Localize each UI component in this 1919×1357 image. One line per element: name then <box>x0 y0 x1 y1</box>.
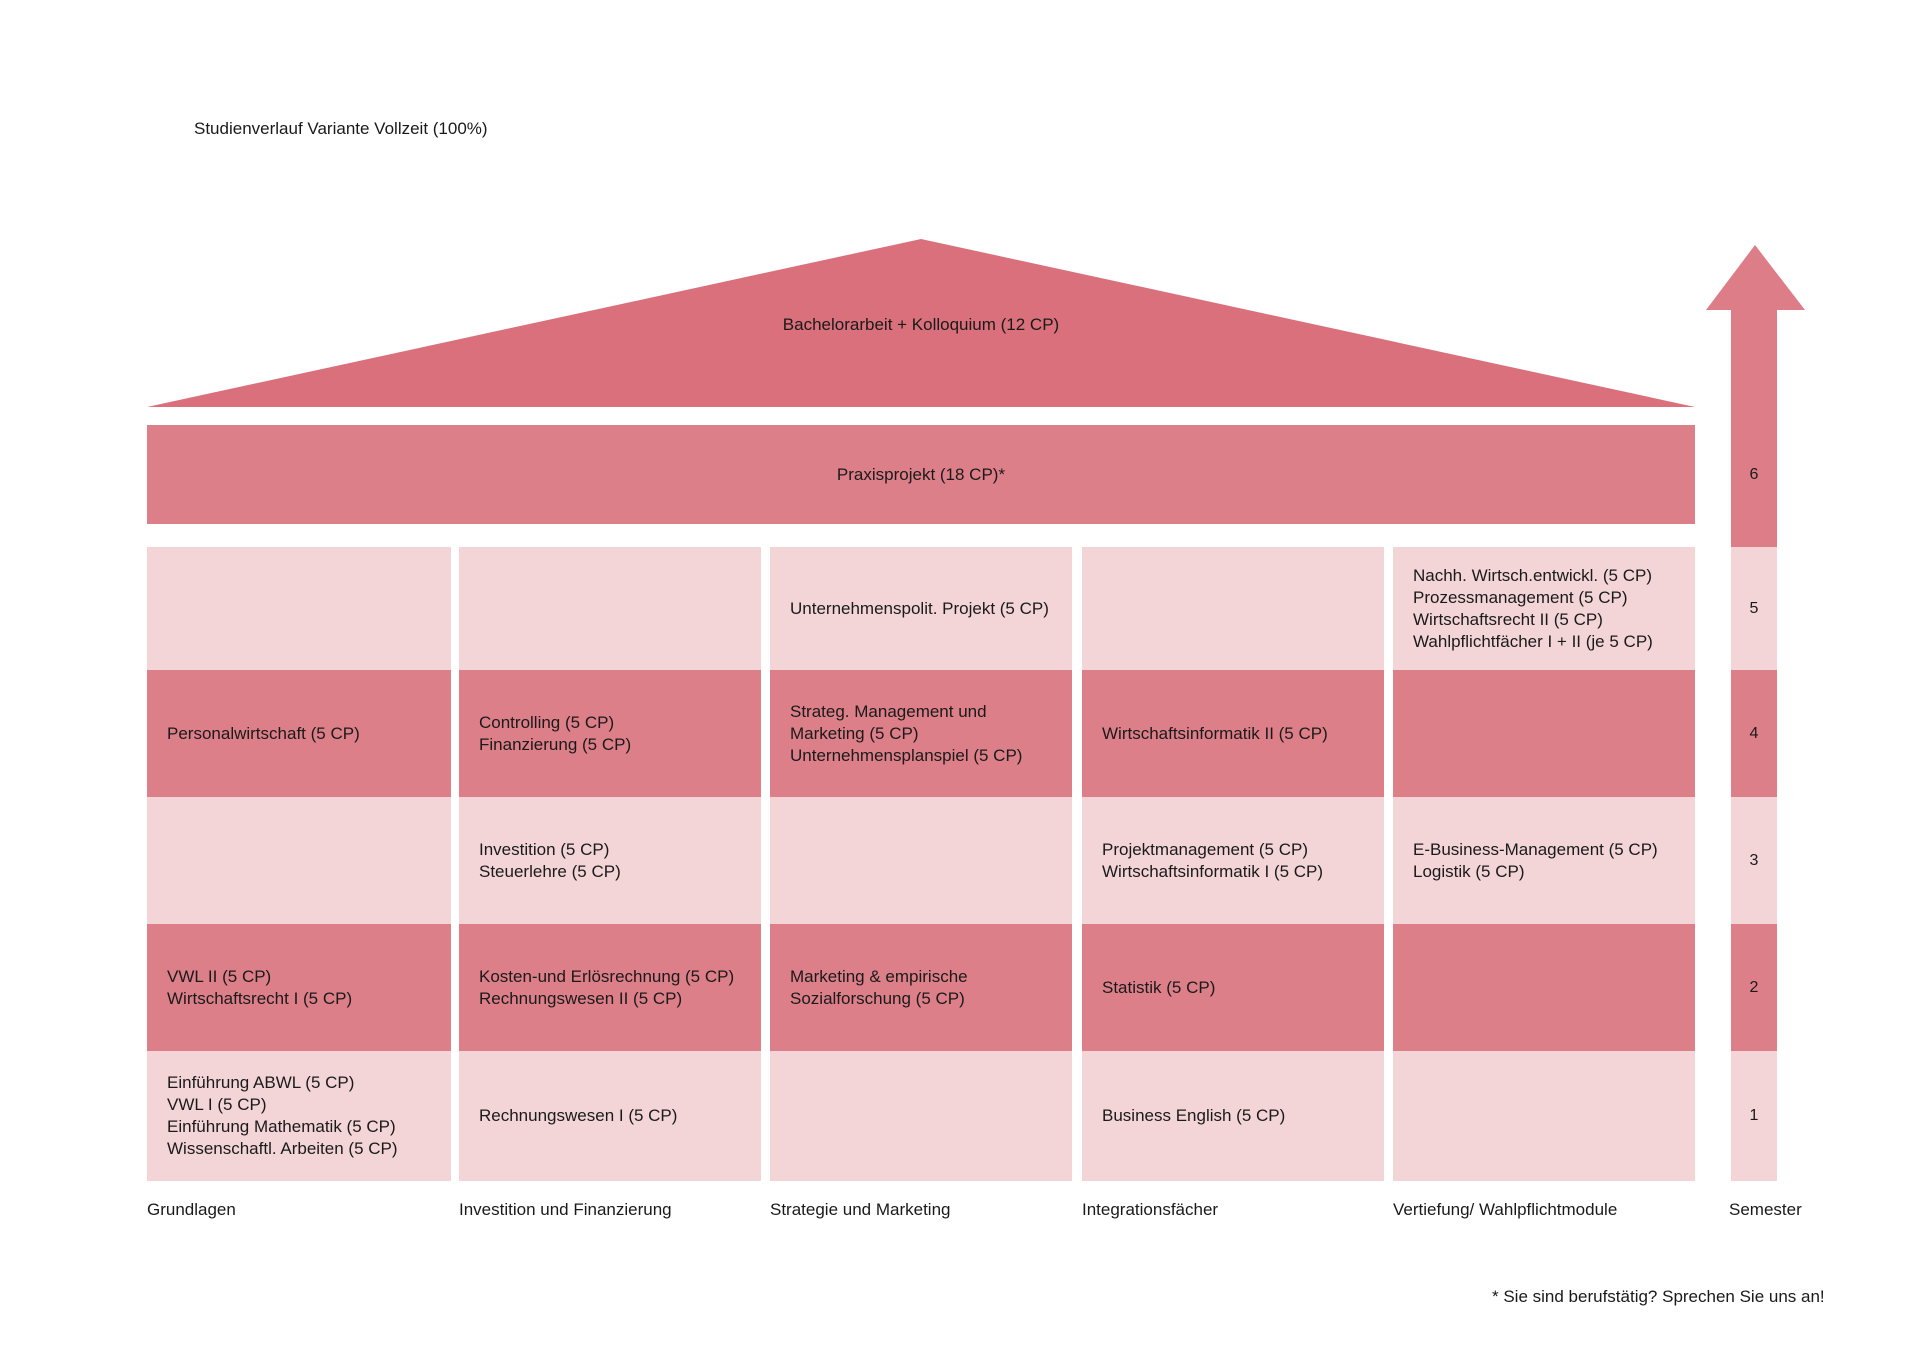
semester-5: 5 <box>1731 547 1777 670</box>
module-entry: VWL I (5 CP) <box>167 1095 267 1114</box>
module-cell: Business English (5 CP) <box>1082 1051 1384 1181</box>
module-entry: Unternehmenspolit. Projekt (5 CP) <box>790 598 1049 618</box>
module-entry: Unternehmensplanspiel (5 CP) <box>790 745 1023 765</box>
module-entry: Investition (5 CP) <box>479 839 610 859</box>
module-entry: Einführung Mathematik (5 CP) <box>167 1117 396 1136</box>
semester-arrow-icon <box>1706 245 1805 547</box>
module-entry: Finanzierung (5 CP) <box>479 734 632 754</box>
column-label: Investition und Finanzierung <box>459 1200 672 1219</box>
footnote: * Sie sind berufstätig? Sprechen Sie uns… <box>1492 1287 1825 1306</box>
module-cell: Wirtschaftsinformatik II (5 CP) <box>1082 670 1384 797</box>
module-entry: E-Business-Management (5 CP) <box>1413 839 1658 859</box>
module-entry: Projektmanagement (5 CP) <box>1102 839 1308 859</box>
module-cell: Rechnungswesen I (5 CP) <box>459 1051 761 1181</box>
module-entry: Marketing (5 CP) <box>790 723 919 743</box>
module-entry: Rechnungswesen II (5 CP) <box>479 988 683 1008</box>
module-entry: Wissenschaftl. Arbeiten (5 CP) <box>167 1139 398 1158</box>
module-entry: Steuerlehre (5 CP) <box>479 861 621 881</box>
module-entry: Wirtschaftsinformatik I (5 CP) <box>1102 861 1324 881</box>
semester-2: 2 <box>1731 924 1777 1051</box>
module-cell <box>1393 924 1695 1051</box>
module-cell: Controlling (5 CP)Finanzierung (5 CP) <box>459 670 761 797</box>
module-entry: Wirtschaftsrecht II (5 CP) <box>1413 609 1603 629</box>
module-entry: Wirtschaftsinformatik II (5 CP) <box>1102 723 1328 743</box>
praxis-project-label: Praxisprojekt (18 CP)* <box>836 464 1006 484</box>
module-entry: Business English (5 CP) <box>1102 1106 1286 1125</box>
module-cell: Kosten-und Erlösrechnung (5 CP)Rechnungs… <box>459 924 761 1051</box>
module-cell: VWL II (5 CP)Wirtschaftsrecht I (5 CP) <box>147 924 451 1051</box>
module-cell: Statistik (5 CP) <box>1082 924 1384 1051</box>
module-entry: VWL II (5 CP) <box>167 966 272 986</box>
module-cell <box>770 797 1072 924</box>
bachelor-thesis-label: Bachelorarbeit + Kolloquium (12 CP) <box>782 315 1060 334</box>
roof-shape <box>147 239 1695 407</box>
module-entry: Personalwirtschaft (5 CP) <box>167 723 360 743</box>
semester-3: 3 <box>1731 797 1777 924</box>
column-label: Grundlagen <box>147 1200 236 1219</box>
module-entry: Nachh. Wirtsch.entwickl. (5 CP) <box>1413 565 1652 585</box>
module-entry: Strateg. Management und <box>790 701 987 721</box>
module-cell <box>1393 1051 1695 1181</box>
module-entry: Wirtschaftsrecht I (5 CP) <box>167 988 353 1008</box>
module-cell <box>1393 670 1695 797</box>
module-entry: Controlling (5 CP) <box>479 712 615 732</box>
module-entry: Kosten-und Erlösrechnung (5 CP) <box>479 966 735 986</box>
module-cell <box>770 1051 1072 1181</box>
module-cell: Projektmanagement (5 CP)Wirtschaftsinfor… <box>1082 797 1384 924</box>
semester-1: 1 <box>1731 1051 1777 1181</box>
module-cell: Nachh. Wirtsch.entwickl. (5 CP)Prozessma… <box>1393 547 1695 670</box>
module-cell: Unternehmenspolit. Projekt (5 CP) <box>770 547 1072 670</box>
module-entry: Statistik (5 CP) <box>1102 977 1216 997</box>
module-cell: Einführung ABWL (5 CP) VWL I (5 CP) Einfüh… <box>147 1051 451 1181</box>
module-cell <box>459 547 761 670</box>
module-cell: Investition (5 CP)Steuerlehre (5 CP) <box>459 797 761 924</box>
column-label: Integrationsfächer <box>1082 1200 1219 1219</box>
module-cell: Personalwirtschaft (5 CP) <box>147 670 451 797</box>
diagram-title: Studienverlauf Variante Vollzeit (100%) <box>194 119 488 138</box>
module-entry: Logistik (5 CP) <box>1413 861 1525 881</box>
module-entry: Rechnungswesen I (5 CP) <box>479 1106 678 1125</box>
module-cell <box>1082 547 1384 670</box>
module-entry: Sozialforschung (5 CP) <box>790 988 965 1008</box>
column-label: Strategie und Marketing <box>770 1200 951 1219</box>
module-entry: Einführung ABWL (5 CP) <box>167 1073 355 1092</box>
semester-4: 4 <box>1731 670 1777 797</box>
module-cell <box>147 797 451 924</box>
module-cell: E-Business-Management (5 CP)Logistik (5 … <box>1393 797 1695 924</box>
module-entry: Prozessmanagement (5 CP) <box>1413 587 1628 607</box>
module-entry: Marketing & empirische <box>790 966 968 986</box>
module-cell <box>147 547 451 670</box>
semester-6: 6 <box>1749 465 1759 483</box>
column-label: Vertiefung/ Wahlpflichtmodule <box>1393 1200 1618 1219</box>
semester-axis-label: Semester <box>1729 1200 1802 1219</box>
praxis-project-band: Praxisprojekt (18 CP)* <box>147 425 1695 524</box>
module-entry: Wahlpflichtfächer I + II (je 5 CP) <box>1413 631 1653 651</box>
